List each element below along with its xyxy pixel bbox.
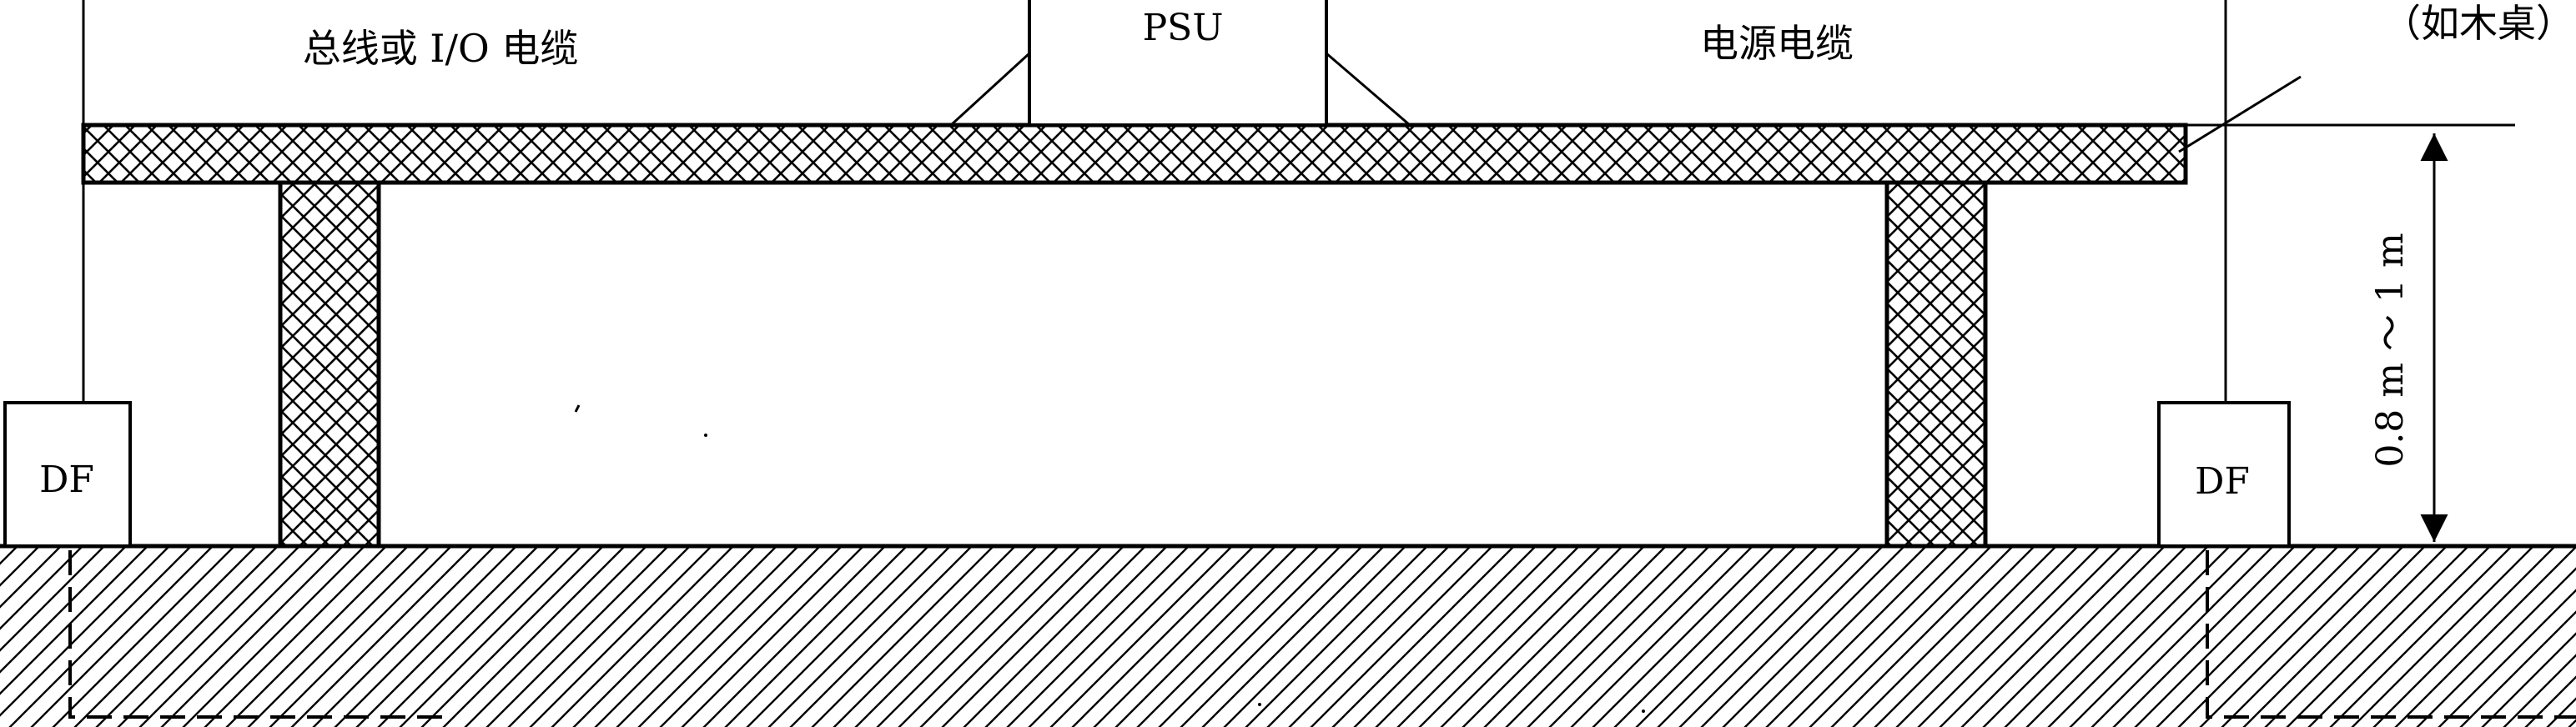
table-leg-right [1884, 180, 1988, 549]
power-cable-label: 电源电缆 [1700, 21, 1854, 66]
table-top [81, 123, 2188, 185]
df-box-left [3, 401, 132, 548]
bus-io-cable-label: 总线或 I/O 电缆 [303, 26, 579, 71]
ground-hatch [0, 546, 2576, 727]
table-note-leader-line [2178, 75, 2302, 153]
psu-label: PSU [1143, 7, 1224, 49]
df-label-left: DF [39, 459, 94, 501]
right-dashed-ground-lead [2206, 550, 2576, 719]
speck-dot [1642, 709, 1645, 713]
speck-dot [704, 434, 707, 437]
psu-right-cable-line [1326, 52, 1411, 127]
df-label-right: DF [2195, 460, 2250, 503]
psu-box [1028, 0, 1328, 127]
speck-mark [574, 404, 581, 413]
height-label: 0.8 m ～ 1 m [2369, 233, 2412, 467]
speck-dot [1258, 703, 1261, 706]
left-dashed-ground-lead [68, 550, 442, 719]
psu-left-cable-line [949, 52, 1031, 127]
table-leg-left [278, 180, 381, 549]
table-note-label: （如木桌） [2382, 1, 2574, 46]
df-box-right [2157, 401, 2291, 548]
